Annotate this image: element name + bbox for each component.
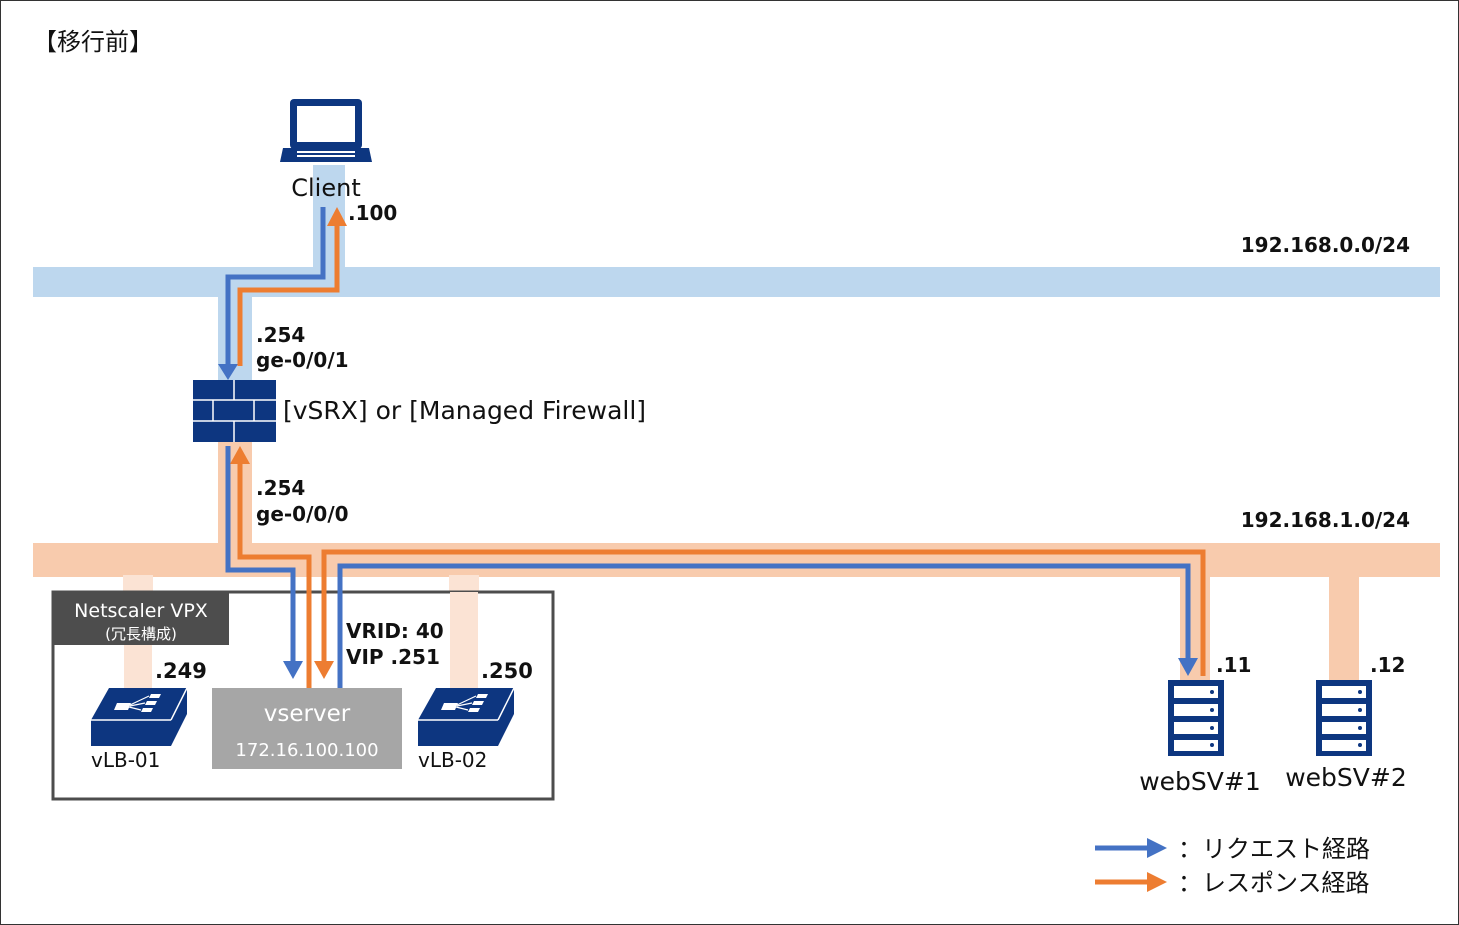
netscaler-title: Netscaler VPX (74, 600, 208, 622)
legend: ：リクエスト経路 ：レスポンス経路 (1095, 835, 1370, 897)
request-arrowhead-vserver (283, 661, 303, 679)
response-path (230, 207, 1206, 688)
request-path-client-to-fw (225, 207, 326, 365)
firewall-icon (193, 380, 276, 442)
request-arrowhead-websv1 (1178, 658, 1198, 676)
response-path-vserver-to-fw (237, 463, 312, 688)
firewall-upper-interface: ge-0/0/1 (256, 348, 349, 372)
vlb01-label: vLB-01 (91, 748, 160, 772)
response-arrowhead-client (327, 207, 347, 226)
firewall-upper-ip: .254 (256, 323, 305, 347)
vlb02-ip: .250 (481, 659, 533, 683)
legend-request-label: ：リクエスト経路 (1178, 835, 1370, 863)
vserver-name: vserver (264, 701, 351, 727)
websv2-label: webSV#2 (1285, 763, 1407, 792)
request-path-fw-to-vserver (225, 446, 296, 663)
client-label: Client (291, 174, 360, 202)
websv1-label: webSV#1 (1139, 767, 1261, 796)
network-label-lower: 192.168.1.0/24 (1241, 508, 1410, 532)
firewall-lower-ip: .254 (256, 476, 305, 500)
response-arrowhead-vserver (314, 661, 334, 679)
vlb02-link-inner (450, 592, 478, 688)
vrid-label: VRID: 40 (346, 619, 444, 643)
response-path-websv1-to-vserver (321, 549, 1206, 676)
netscaler-header (53, 592, 229, 645)
legend-response-label: ：レスポンス経路 (1178, 869, 1370, 897)
load-balancer-icon (91, 687, 188, 746)
vlb01-ip: .249 (155, 659, 207, 683)
server-icon (1316, 680, 1372, 756)
vserver-ip: 172.16.100.100 (235, 740, 378, 761)
response-path-fw-to-client (237, 225, 340, 366)
request-arrowhead-fw (218, 364, 238, 380)
request-path-vserver-to-websv1 (337, 563, 1191, 688)
laptop-icon (280, 99, 372, 162)
websv2-link (1329, 575, 1359, 680)
vip-label: VIP .251 (346, 645, 440, 669)
websv1-ip: .11 (1216, 653, 1251, 677)
load-balancer-icon (418, 687, 515, 746)
page-title: 【移行前】 (33, 28, 153, 56)
server-icon (1168, 680, 1224, 756)
websv2-ip: .12 (1370, 653, 1405, 677)
vlb02-label: vLB-02 (418, 748, 487, 772)
legend-response-arrow-icon (1147, 872, 1167, 892)
legend-request-arrow-icon (1147, 838, 1167, 858)
network-label-upper: 192.168.0.0/24 (1241, 233, 1410, 257)
vserver-box (212, 688, 402, 769)
client-ip: .100 (348, 201, 397, 225)
netscaler-subtitle: (冗長構成) (105, 625, 177, 643)
request-path (218, 207, 1198, 688)
response-arrowhead-fw (230, 446, 250, 464)
firewall-lower-interface: ge-0/0/0 (256, 502, 349, 526)
firewall-label: [vSRX] or [Managed Firewall] (283, 396, 646, 425)
